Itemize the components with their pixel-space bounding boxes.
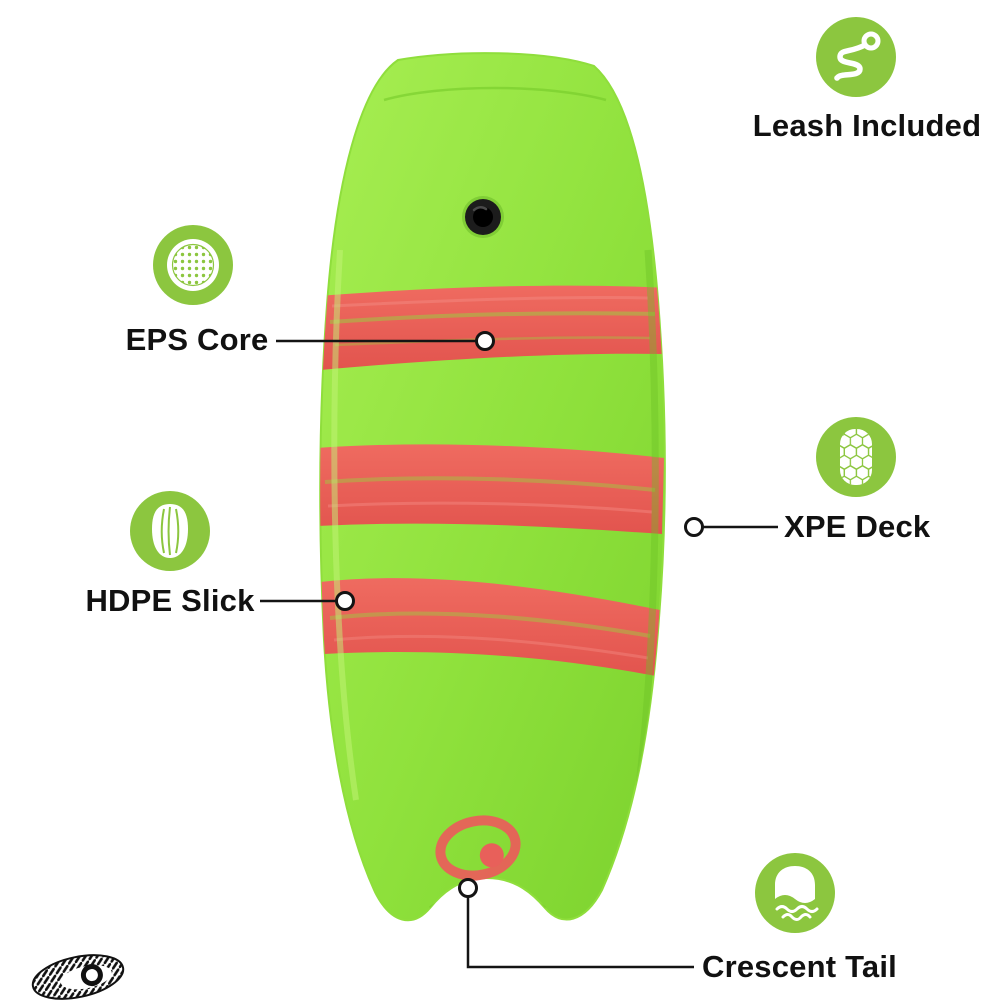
eps-core-icon: [151, 223, 235, 307]
callout-lines: [260, 339, 778, 969]
hdpe-slick-label: HDPE Slick: [85, 583, 255, 618]
leash-included-label: Leash Included: [752, 108, 982, 143]
hdpe-slick-icon: [128, 489, 212, 573]
crescent-tail-label: Crescent Tail: [702, 949, 897, 984]
callout-dot-eps: [475, 331, 495, 351]
callout-dot-crescent: [458, 878, 478, 898]
brand-logo: [31, 954, 125, 1000]
leash-plug: [462, 196, 504, 238]
bodyboard-illustration: [319, 52, 666, 922]
xpe-deck-icon: [814, 415, 898, 499]
deck-stripes: [320, 285, 665, 676]
leash-coil-icon: [814, 15, 898, 99]
eps-core-label: EPS Core: [125, 322, 269, 357]
callout-dots: [335, 331, 704, 898]
xpe-deck-label: XPE Deck: [784, 509, 931, 544]
crescent-tail-icon: [753, 851, 837, 935]
callout-line-crescent: [466, 897, 694, 969]
callout-dot-hdpe: [335, 591, 355, 611]
callout-dot-xpe: [684, 517, 704, 537]
tail-logo: [435, 815, 521, 881]
